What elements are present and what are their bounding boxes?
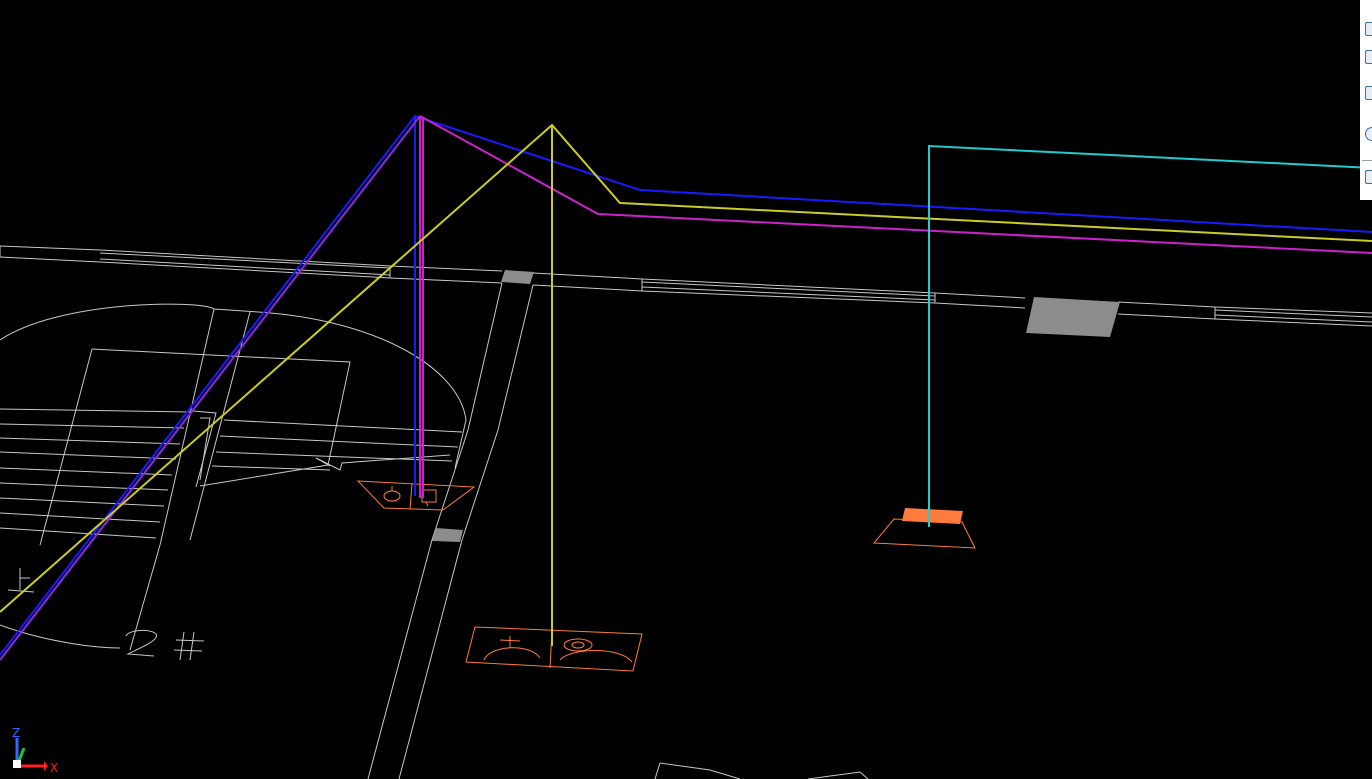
wall-line xyxy=(0,245,503,272)
wall-line xyxy=(641,281,936,297)
show-motion-icon[interactable] xyxy=(1365,170,1372,184)
wall-line xyxy=(1214,314,1372,323)
floor-drain-fill xyxy=(902,508,963,524)
plan-text xyxy=(7,568,205,661)
wall-arc xyxy=(0,624,121,649)
zoom-extents-icon[interactable] xyxy=(1365,22,1372,36)
ucs-z-label: Z xyxy=(12,726,20,740)
floor-plan-walls xyxy=(0,245,1372,779)
pipe-violet xyxy=(0,115,421,661)
orbit-icon[interactable] xyxy=(1365,127,1372,141)
wall-arc xyxy=(0,303,467,469)
column xyxy=(1026,297,1120,337)
stair-direction-label xyxy=(7,568,35,593)
wall-line xyxy=(1214,309,1372,318)
pipe-yellow xyxy=(0,123,1372,613)
column xyxy=(432,528,463,542)
pipe-blue xyxy=(0,114,1372,656)
ucs-x-label: X xyxy=(50,761,58,775)
wall-line xyxy=(807,771,869,779)
wall-line xyxy=(367,282,503,779)
structural-columns xyxy=(432,270,1120,542)
ucs-icon: Z X xyxy=(12,726,58,775)
wall-line xyxy=(398,284,534,779)
toolbar-separator xyxy=(1362,160,1372,161)
column xyxy=(501,270,534,284)
pipe-cyan xyxy=(928,144,1372,527)
wall-line xyxy=(532,284,1026,309)
stair-arrow xyxy=(315,457,331,467)
wall-line xyxy=(0,256,503,284)
stair-stringer xyxy=(129,544,161,651)
stair-stringer xyxy=(189,311,251,541)
plumbing-fixtures xyxy=(356,480,976,672)
wall-line xyxy=(654,762,741,779)
fixture-basin-pair xyxy=(465,626,643,672)
stair-stringer xyxy=(199,417,211,481)
wall-line xyxy=(532,272,1026,299)
ucs-origin-box xyxy=(13,760,21,768)
wall-line xyxy=(91,348,351,487)
wall-line xyxy=(641,286,936,301)
view-cube-icon[interactable] xyxy=(1365,50,1372,64)
stair-arrow xyxy=(315,454,451,471)
pipe-magenta xyxy=(419,115,1372,254)
pipe-runs xyxy=(0,114,1372,661)
room-number-label xyxy=(125,629,205,661)
wall-line xyxy=(99,252,391,269)
stair-stringer xyxy=(159,308,215,546)
wall-line xyxy=(99,258,391,276)
ucs-x-arrow xyxy=(44,761,48,771)
navigation-bar xyxy=(1360,0,1372,200)
pan-icon[interactable] xyxy=(1365,86,1372,100)
stair-treads xyxy=(0,408,463,539)
